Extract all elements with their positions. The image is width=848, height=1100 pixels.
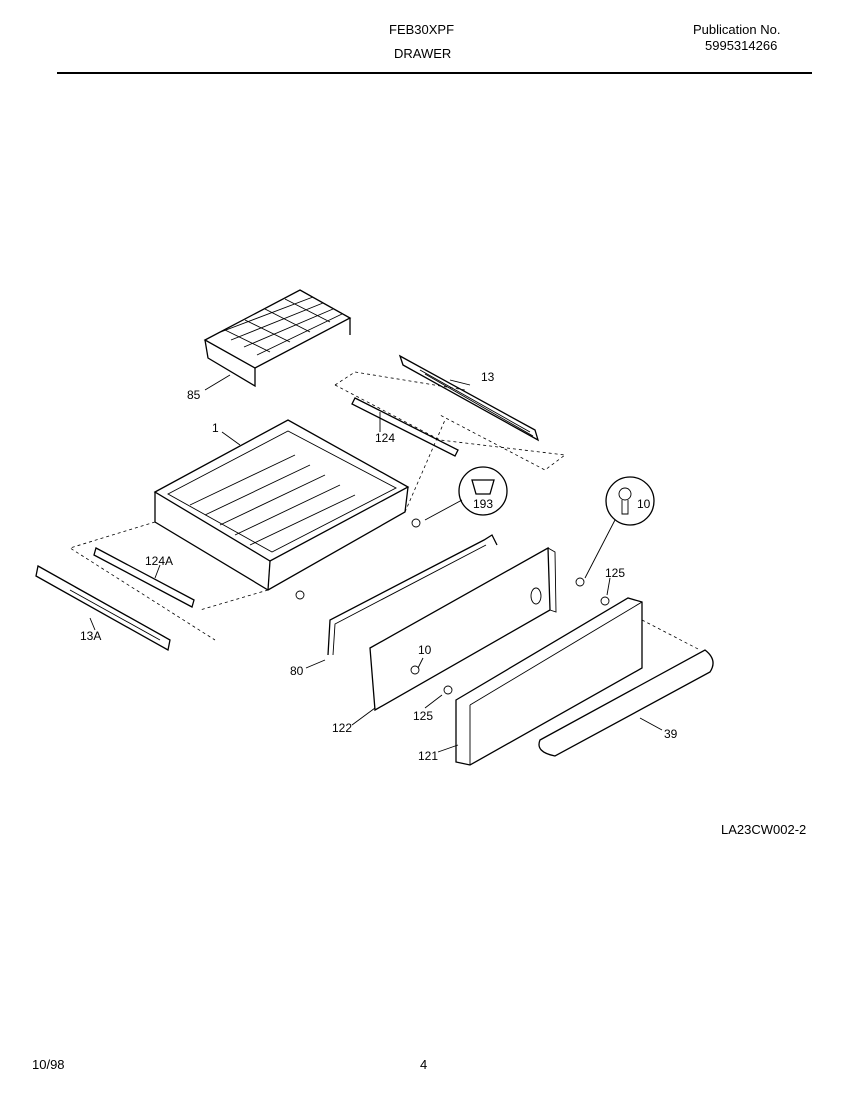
page-number: 4 bbox=[420, 1057, 428, 1072]
right-slide-rail-part bbox=[334, 354, 567, 471]
callout-193: 193 bbox=[473, 497, 493, 511]
header-rule bbox=[57, 72, 812, 74]
drawing-code: LA23CW002-2 bbox=[721, 822, 807, 837]
inner-panel-122-part bbox=[369, 546, 557, 712]
callout-80: 80 bbox=[290, 664, 304, 678]
wire-rack-part bbox=[203, 289, 352, 388]
model-number: FEB30XPF bbox=[389, 22, 455, 37]
handle-39-part bbox=[538, 619, 714, 757]
callout-124a: 124A bbox=[145, 554, 173, 568]
rail-bracket-124a-part bbox=[93, 547, 195, 608]
callout-39: 39 bbox=[664, 727, 678, 741]
screw-10-part bbox=[575, 476, 655, 606]
rail-bracket-124-part bbox=[351, 397, 459, 457]
leader-lines bbox=[89, 374, 663, 753]
drawer-front-121-part bbox=[455, 597, 643, 766]
callout-10-mid: 10 bbox=[418, 643, 432, 657]
publication-label: Publication No. bbox=[693, 22, 781, 37]
callout-1: 1 bbox=[212, 421, 219, 435]
callout-124: 124 bbox=[375, 431, 395, 445]
callout-10-top: 10 bbox=[637, 497, 651, 511]
callout-122: 122 bbox=[332, 721, 352, 735]
left-slide-rail-part bbox=[35, 564, 171, 652]
gasket-80-part bbox=[327, 534, 498, 656]
callout-85: 85 bbox=[187, 388, 201, 402]
callout-125-mid: 125 bbox=[413, 709, 433, 723]
callout-13a: 13A bbox=[80, 629, 101, 643]
publication-number: 5995314266 bbox=[705, 38, 778, 53]
drawer-pan-part bbox=[69, 419, 446, 641]
clip-193-part bbox=[295, 466, 508, 600]
footer-date: 10/98 bbox=[32, 1057, 65, 1072]
callout-13: 13 bbox=[481, 370, 495, 384]
callout-121: 121 bbox=[418, 749, 438, 763]
section-title: DRAWER bbox=[394, 46, 452, 61]
callout-125-top: 125 bbox=[605, 566, 625, 580]
